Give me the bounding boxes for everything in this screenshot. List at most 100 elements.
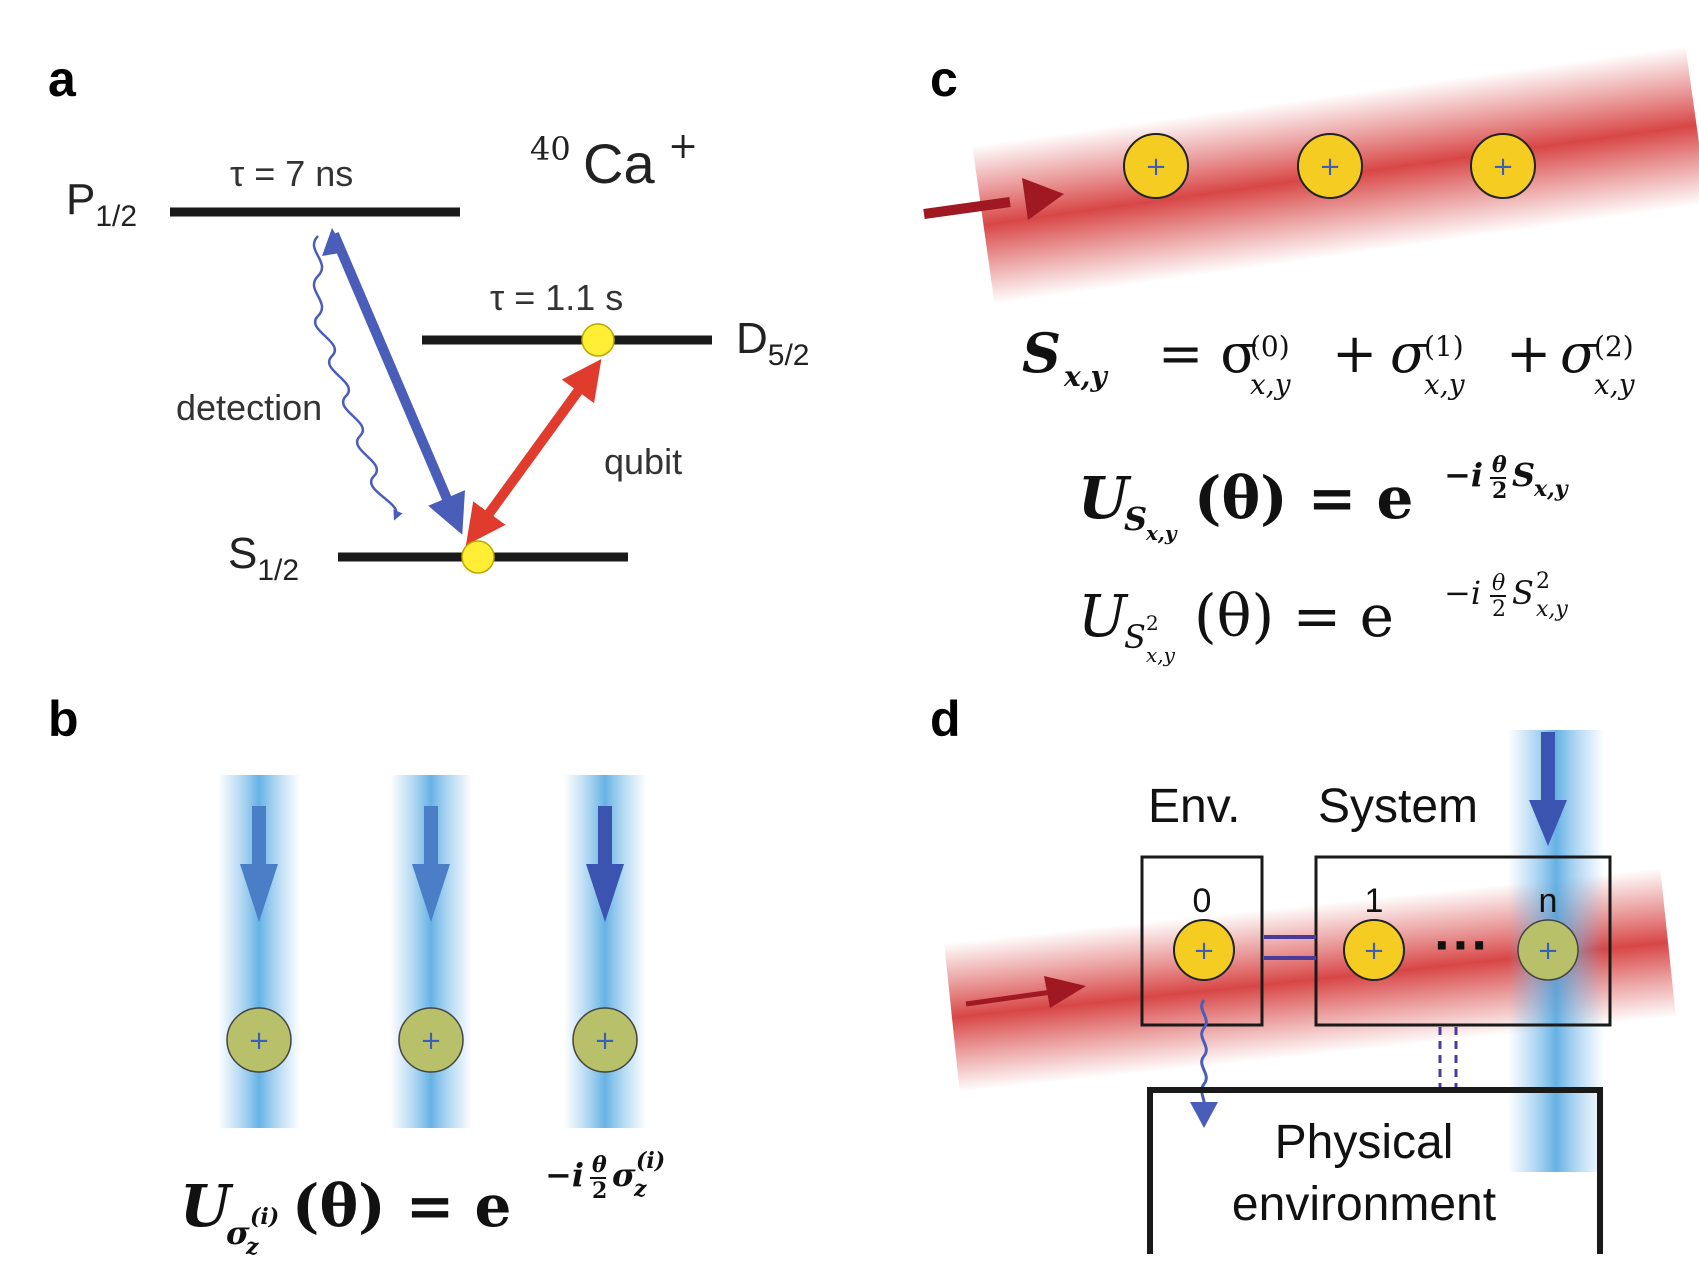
svg-text:x,y: x,y	[1250, 368, 1292, 401]
system-index-1: 1	[1365, 882, 1384, 920]
env-label: Env.	[1148, 780, 1240, 833]
svg-text:(i): (i)	[250, 1204, 279, 1230]
svg-text:S: S	[1512, 574, 1534, 612]
svg-text:(i): (i)	[636, 1148, 665, 1174]
population-dot-d	[581, 323, 615, 357]
svg-text:(θ) = e: (θ) = e	[1194, 464, 1413, 532]
species-label: 40 Ca +	[530, 126, 698, 195]
svg-text:S: S	[1124, 500, 1147, 538]
panel-label-c: c	[930, 51, 958, 107]
env-system-coupling	[1264, 935, 1316, 960]
svg-text:S: S	[1124, 618, 1146, 656]
dissipation-arrow-head	[1190, 1102, 1218, 1128]
svg-text:x,y: x,y	[1145, 521, 1178, 545]
svg-text:= σ: = σ	[1158, 322, 1257, 385]
svg-text:x,y: x,y	[1536, 597, 1568, 622]
svg-text:U: U	[180, 1172, 234, 1240]
qubit-arrow	[465, 359, 602, 546]
system-ellipsis: ···	[1434, 913, 1490, 976]
ion-b-2: +	[398, 1007, 464, 1073]
ion-b-3: +	[572, 1007, 638, 1073]
lifetime-d: τ = 1.1 s	[490, 277, 623, 318]
species-symbol: Ca	[583, 132, 655, 195]
system-label: System	[1318, 780, 1478, 833]
physical-environment-box	[1147, 1087, 1603, 1254]
svg-text:(θ) = e: (θ) = e	[1194, 582, 1394, 650]
svg-text:+: +	[1506, 322, 1551, 385]
svg-text:2: 2	[1536, 569, 1550, 594]
addressing-arrow-d	[1529, 732, 1567, 846]
qubit-label: qubit	[604, 441, 682, 482]
level-d-label: D5/2	[736, 314, 810, 372]
svg-text:σ: σ	[612, 1156, 636, 1194]
beam-arrow-2	[412, 806, 450, 922]
env-ion: +	[1173, 919, 1235, 981]
env-index: 0	[1193, 882, 1212, 920]
ion-c-1: +	[1297, 133, 1363, 199]
svg-text:σ: σ	[1560, 322, 1599, 385]
svg-text:σ: σ	[1390, 322, 1429, 385]
panel-a: a 40 Ca + P1/2 τ = 7 ns D5/2 τ = 1.1 s S…	[48, 51, 810, 587]
system-ion-1: +	[1343, 919, 1405, 981]
panel-label-a: a	[48, 51, 77, 107]
svg-text:(1): (1)	[1424, 330, 1464, 363]
svg-text:z: z	[245, 1234, 259, 1260]
detection-arrow	[329, 232, 465, 535]
svg-text:(0): (0)	[1250, 330, 1290, 363]
svg-text:−i: −i	[1444, 574, 1481, 612]
panel-b: b + + + U	[48, 691, 665, 1260]
beam-arrow-1	[240, 806, 278, 922]
svg-text:+: +	[594, 1026, 616, 1056]
panel-d: d Env. System 0 + 1 n	[930, 691, 1676, 1254]
env-box	[1140, 855, 1264, 1027]
ion-c-2: +	[1470, 133, 1536, 199]
detection-label: detection	[176, 387, 322, 428]
svg-text:z: z	[633, 1176, 647, 1202]
svg-text:+: +	[420, 1026, 442, 1056]
detection-arrow-head-top	[322, 228, 346, 256]
svg-text:θ: θ	[592, 1152, 607, 1178]
system-physical-coupling	[1438, 1027, 1458, 1088]
svg-text:+: +	[1537, 936, 1559, 966]
global-beam-d	[944, 867, 1676, 1093]
level-p-label: P1/2	[66, 175, 137, 233]
beam-input-arrow-c	[923, 178, 1064, 220]
svg-text:+: +	[1319, 152, 1341, 182]
svg-text:−i: −i	[545, 1156, 584, 1194]
equation-c-squeezing: U S 2 x,y (θ) = e −i θ 2 S 2 x,y	[1078, 569, 1568, 667]
physical-env-line1: Physical	[1275, 1116, 1454, 1169]
physical-env-line2: environment	[1232, 1178, 1496, 1231]
svg-text:+: +	[1332, 322, 1377, 385]
panel-label-d: d	[930, 691, 961, 747]
svg-text:(θ) = e: (θ) = e	[292, 1172, 511, 1240]
equation-c-total-spin: S x,y = σ (0) x,y + σ (1) x,y + σ (2) x,…	[1022, 321, 1636, 401]
svg-text:2: 2	[592, 1178, 607, 1204]
svg-text:S: S	[1512, 456, 1535, 494]
detection-emission-wavy-arrow	[312, 235, 403, 521]
equation-c-rotation: U S x,y (θ) = e −i θ 2 S x,y	[1078, 452, 1570, 545]
svg-text:U: U	[1078, 582, 1129, 650]
species-charge: +	[668, 126, 698, 167]
system-box	[1314, 855, 1612, 1027]
beam-arrow-3	[586, 806, 624, 922]
panel-c: c + + + S x,y = σ (0) x,y	[923, 45, 1699, 667]
svg-text:+: +	[1193, 936, 1215, 966]
beam-input-arrow-d	[965, 976, 1086, 1008]
svg-text:(2): (2)	[1594, 330, 1634, 363]
level-s-label: S1/2	[228, 529, 299, 587]
svg-text:σ: σ	[226, 1214, 250, 1252]
species-mass: 40	[530, 130, 571, 168]
svg-text:+: +	[1363, 936, 1385, 966]
system-ion-n: +	[1517, 919, 1579, 981]
ion-b-1: +	[226, 1007, 292, 1073]
svg-text:+: +	[1145, 152, 1167, 182]
population-dot-s	[461, 540, 495, 574]
svg-text:+: +	[248, 1026, 270, 1056]
svg-text:S: S	[1022, 321, 1061, 385]
lifetime-p: τ = 7 ns	[230, 153, 353, 194]
svg-text:2: 2	[1492, 478, 1507, 504]
svg-text:x,y: x,y	[1146, 643, 1176, 667]
svg-text:x,y: x,y	[1424, 368, 1466, 401]
panel-label-b: b	[48, 691, 79, 747]
svg-text:x,y: x,y	[1063, 360, 1108, 393]
